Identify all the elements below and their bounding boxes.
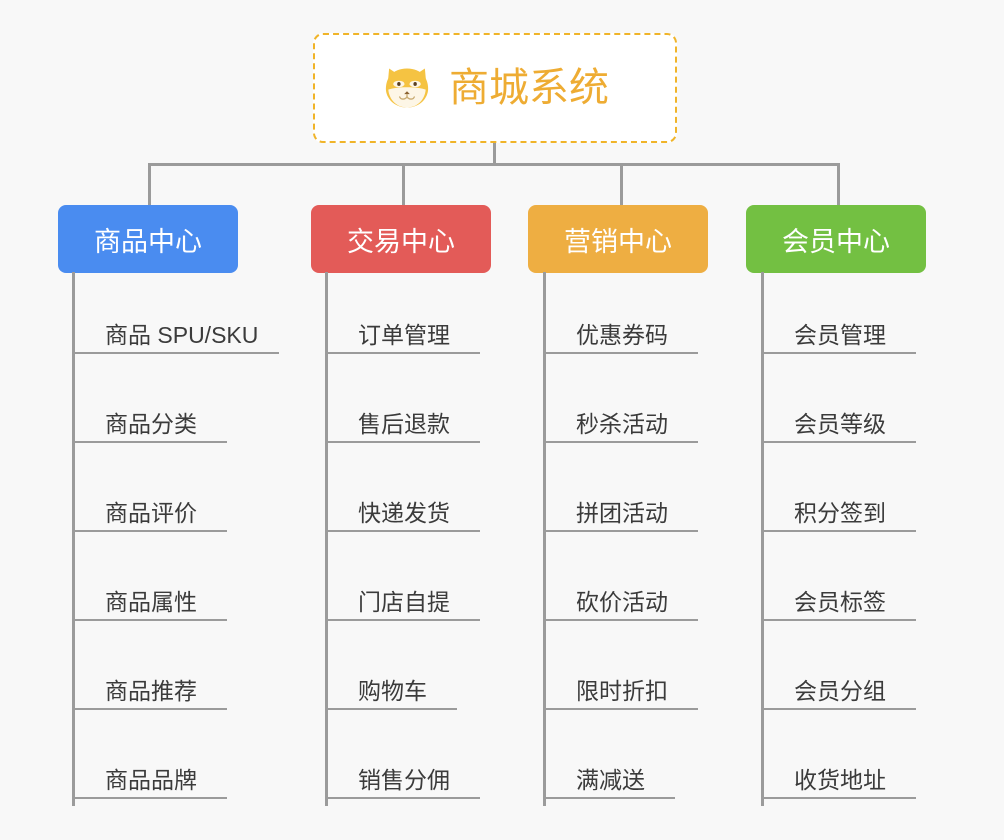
leaf-item-label: 拼团活动	[576, 499, 668, 526]
leaf-item-label: 限时折扣	[576, 677, 668, 704]
leaf-item[interactable]: 收货地址	[764, 717, 916, 799]
branch-box-交易中心[interactable]: 交易中心	[311, 205, 491, 273]
root-stem-connector	[493, 143, 496, 165]
branch-box-营销中心[interactable]: 营销中心	[528, 205, 708, 273]
leaf-item[interactable]: 秒杀活动	[546, 361, 698, 443]
leaf-item[interactable]: 商品分类	[75, 361, 227, 443]
leaf-item-label: 购物车	[358, 677, 427, 704]
branch-label: 会员中心	[782, 226, 890, 257]
branch-label: 商品中心	[94, 226, 202, 257]
branch-box-会员中心[interactable]: 会员中心	[746, 205, 926, 273]
leaf-item-label: 快递发货	[358, 499, 450, 526]
branch-bus-connector	[148, 163, 840, 166]
root-title: 商城系统	[449, 66, 609, 110]
leaf-item[interactable]: 售后退款	[328, 361, 480, 443]
leaf-item-label: 满减送	[576, 766, 645, 793]
leaf-item-label: 销售分佣	[358, 766, 450, 793]
leaf-item[interactable]: 积分签到	[764, 450, 916, 532]
leaf-item-label: 商品属性	[105, 588, 197, 615]
leaf-item-label: 优惠券码	[576, 321, 668, 348]
leaf-item-label: 积分签到	[794, 499, 886, 526]
leaf-item-label: 会员等级	[794, 410, 886, 437]
leaf-item-label: 会员分组	[794, 677, 886, 704]
leaf-item[interactable]: 门店自提	[328, 539, 480, 621]
leaf-item[interactable]: 砍价活动	[546, 539, 698, 621]
branch-drop-connector-1	[148, 163, 151, 205]
leaf-item-label: 售后退款	[358, 410, 450, 437]
leaf-item[interactable]: 满减送	[546, 717, 675, 799]
leaf-item-label: 秒杀活动	[576, 410, 668, 437]
leaf-item[interactable]: 优惠券码	[546, 272, 698, 354]
branch-label: 交易中心	[347, 226, 455, 257]
branch-box-商品中心[interactable]: 商品中心	[58, 205, 238, 273]
leaf-item[interactable]: 购物车	[328, 628, 457, 710]
dog-face-icon	[381, 62, 433, 114]
leaf-item[interactable]: 会员分组	[764, 628, 916, 710]
leaf-item-label: 砍价活动	[576, 588, 668, 615]
leaf-item-label: 商品推荐	[105, 677, 197, 704]
leaf-item[interactable]: 会员标签	[764, 539, 916, 621]
leaf-item[interactable]: 商品推荐	[75, 628, 227, 710]
leaf-item-label: 会员管理	[794, 321, 886, 348]
branch-label: 营销中心	[564, 226, 672, 257]
leaf-item-label: 商品评价	[105, 499, 197, 526]
leaf-item[interactable]: 会员等级	[764, 361, 916, 443]
leaf-item-label: 商品 SPU/SKU	[105, 321, 259, 348]
leaf-item[interactable]: 订单管理	[328, 272, 480, 354]
leaf-spine	[325, 272, 328, 806]
leaf-item[interactable]: 商品品牌	[75, 717, 227, 799]
leaf-spine	[72, 272, 75, 806]
leaf-item[interactable]: 销售分佣	[328, 717, 480, 799]
branch-drop-connector-2	[402, 163, 405, 205]
leaf-item[interactable]: 快递发货	[328, 450, 480, 532]
leaf-spine	[543, 272, 546, 806]
leaf-item-label: 商品分类	[105, 410, 197, 437]
leaf-item-label: 门店自提	[358, 588, 450, 615]
leaf-item[interactable]: 商品 SPU/SKU	[75, 272, 279, 354]
leaf-item[interactable]: 会员管理	[764, 272, 916, 354]
branch-drop-connector-3	[620, 163, 623, 205]
leaf-item[interactable]: 拼团活动	[546, 450, 698, 532]
leaf-item-label: 会员标签	[794, 588, 886, 615]
leaf-item-label: 商品品牌	[105, 766, 197, 793]
root-node[interactable]: 商城系统	[313, 33, 677, 143]
leaf-item[interactable]: 限时折扣	[546, 628, 698, 710]
leaf-item[interactable]: 商品属性	[75, 539, 227, 621]
leaf-item-label: 收货地址	[794, 766, 886, 793]
leaf-item-label: 订单管理	[358, 321, 450, 348]
leaf-spine	[761, 272, 764, 806]
leaf-item[interactable]: 商品评价	[75, 450, 227, 532]
root-node-content: 商城系统	[381, 62, 609, 114]
branch-drop-connector-4	[837, 163, 840, 205]
